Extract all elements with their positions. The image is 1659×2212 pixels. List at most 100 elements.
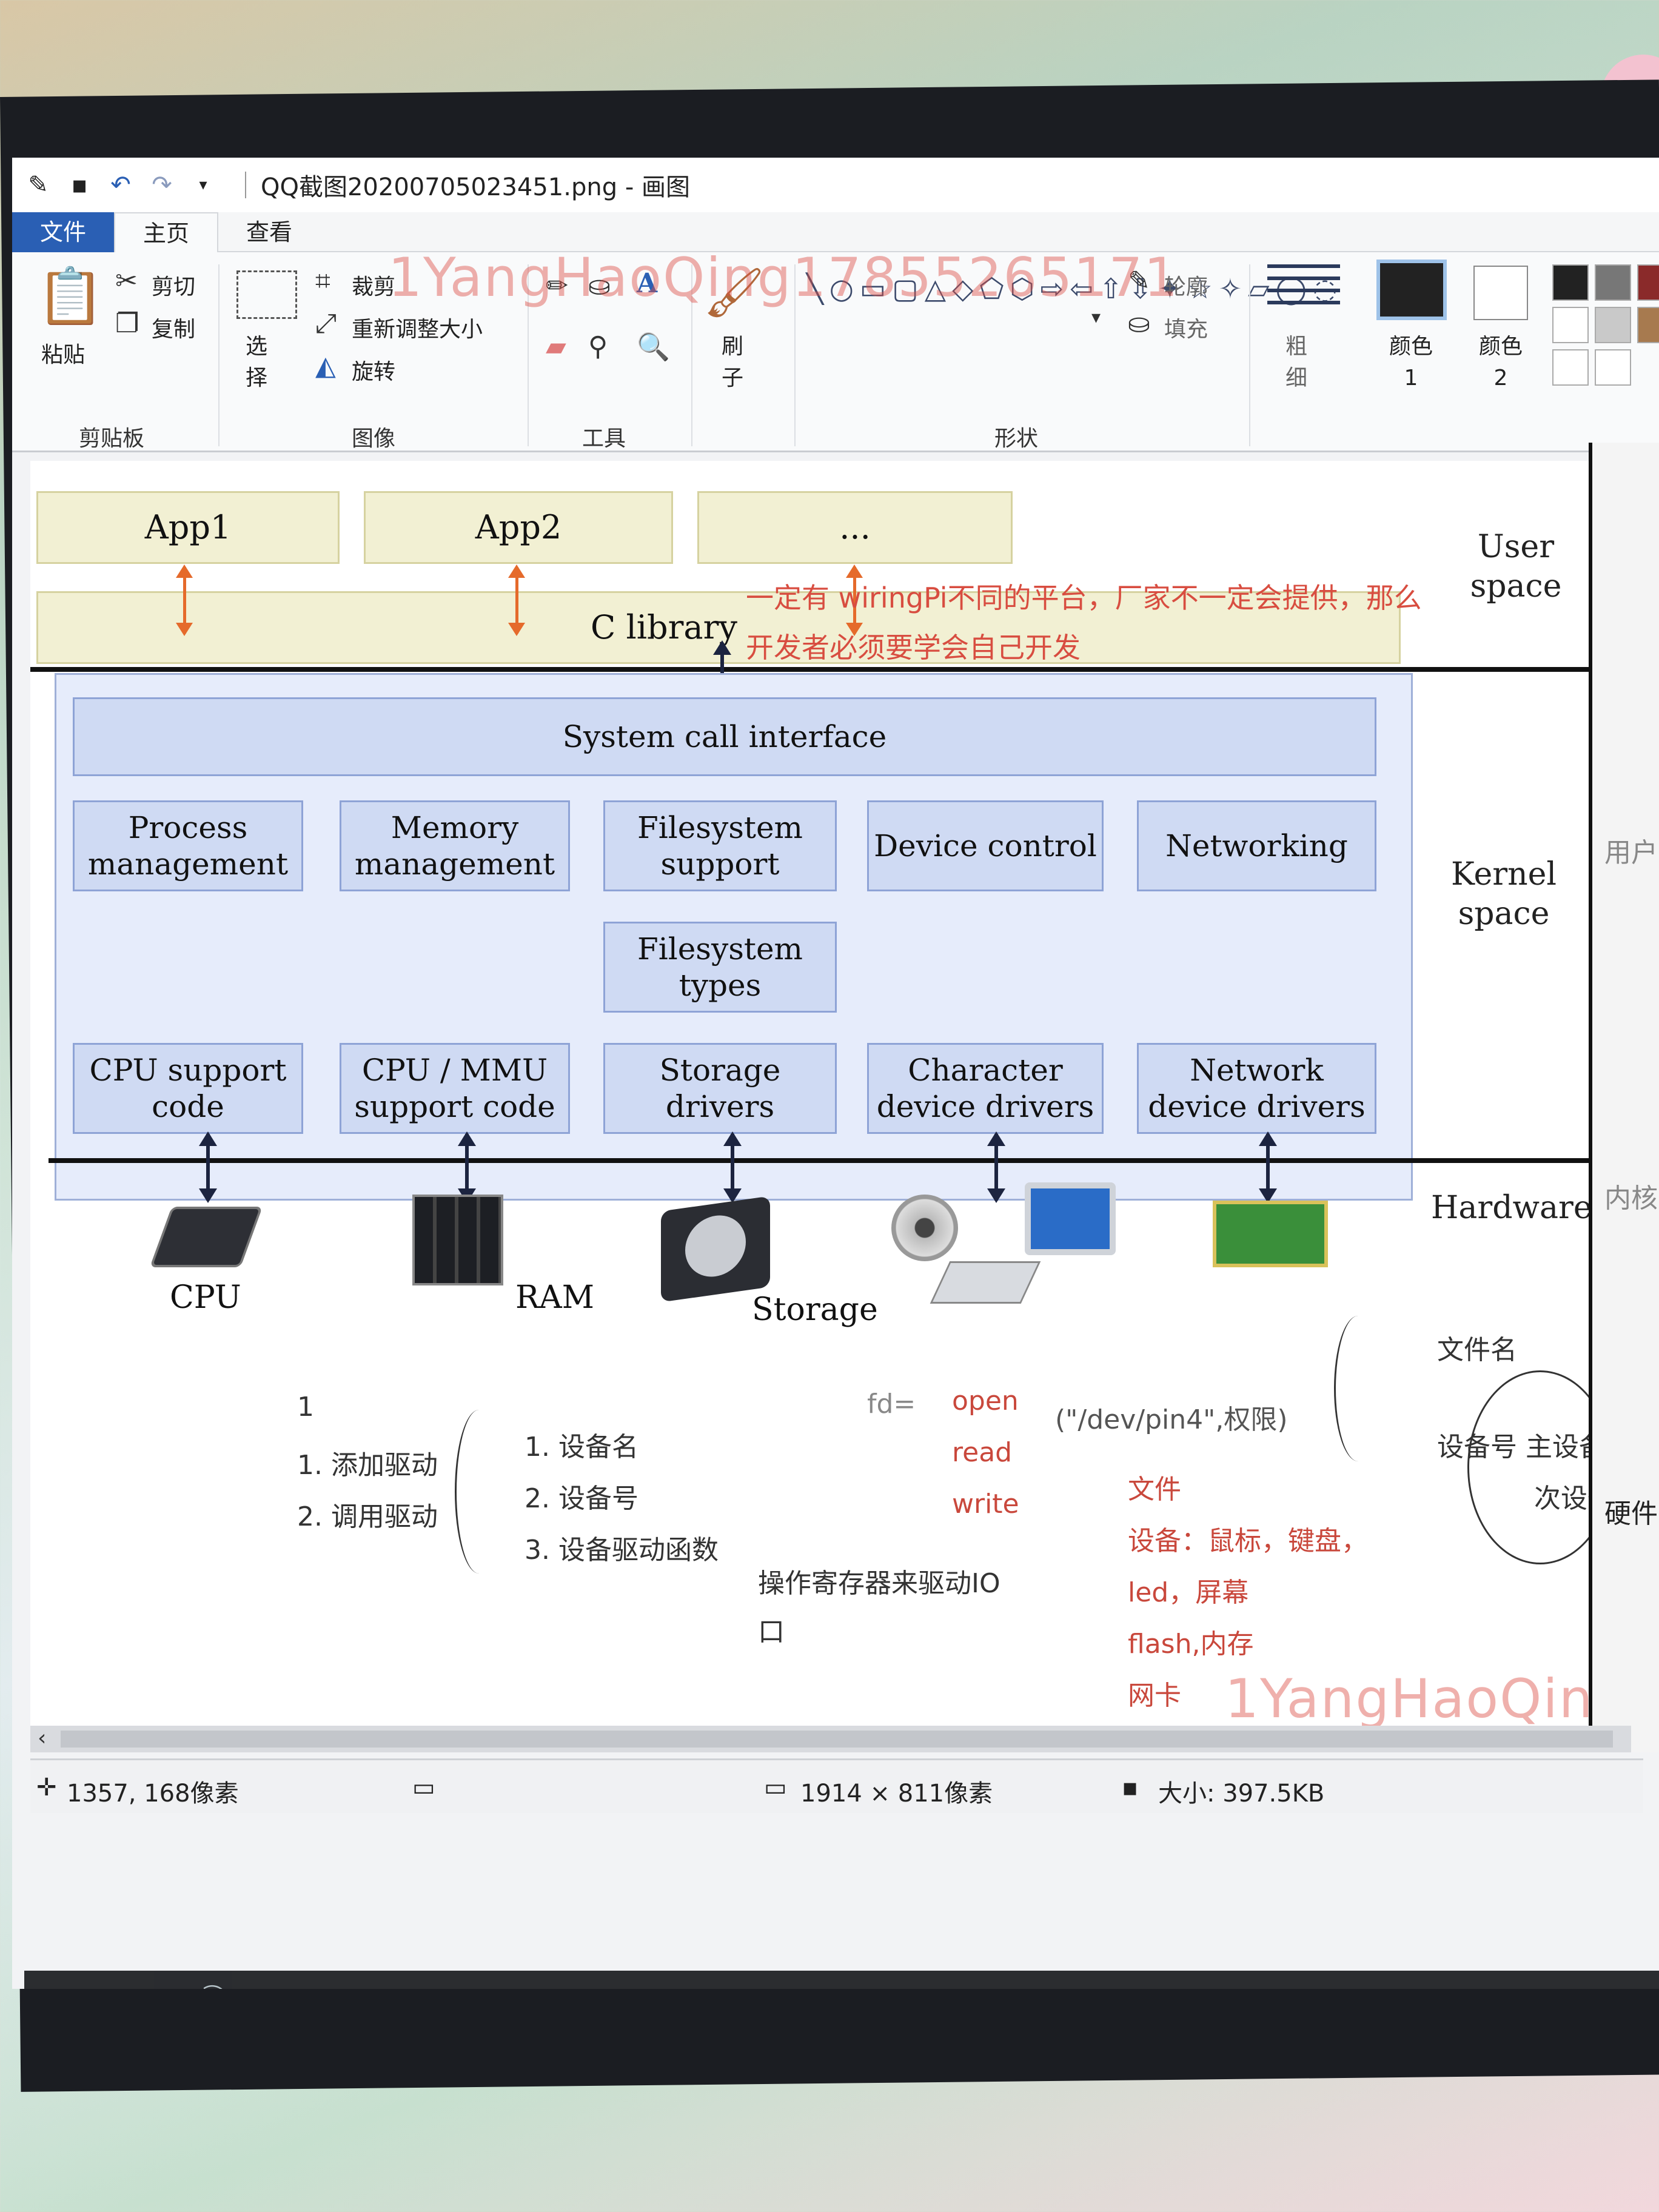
fill-button[interactable]: 填充 xyxy=(1164,317,1208,342)
fill-icon[interactable]: ⛀ xyxy=(1128,308,1150,339)
note-read: read xyxy=(952,1437,1013,1468)
filesystem-types-box: Filesystem types xyxy=(603,922,837,1013)
select-button[interactable]: 选择 xyxy=(246,334,268,390)
brush-button[interactable]: 刷子 xyxy=(722,334,744,390)
scrollbar-thumb[interactable] xyxy=(61,1731,1613,1748)
selection-icon: ▭ xyxy=(412,1774,435,1801)
palette-swatch[interactable] xyxy=(1552,307,1589,343)
note-device-func: 3. 设备驱动函数 xyxy=(525,1535,719,1566)
redo-icon[interactable]: ↷ xyxy=(152,171,172,199)
ribbon-tabs: 文件 主页 查看 xyxy=(12,212,1659,252)
scroll-left-icon[interactable]: ‹ xyxy=(38,1726,47,1751)
horizontal-scrollbar[interactable]: ‹ xyxy=(30,1726,1631,1752)
save-icon[interactable]: ▪ xyxy=(71,171,88,199)
outline-button[interactable]: 轮廓 xyxy=(1164,275,1208,300)
right-hardware-label: 硬件 xyxy=(1604,1498,1658,1529)
color1-button[interactable]: 颜色 1 xyxy=(1389,334,1433,390)
annotation-line2: 开发者必须要学会自己开发 xyxy=(746,631,1081,664)
color2-button[interactable]: 颜色 2 xyxy=(1478,334,1523,390)
tab-home[interactable]: 主页 xyxy=(114,212,219,252)
mmu-support-box: CPU / MMU support code xyxy=(340,1043,570,1134)
tab-view[interactable]: 查看 xyxy=(246,219,293,246)
storage-label: Storage xyxy=(752,1292,878,1328)
fill-bucket-icon[interactable]: ⛀ xyxy=(588,270,611,301)
crop-button[interactable]: 裁剪 xyxy=(352,275,396,300)
note-write: write xyxy=(952,1489,1019,1520)
size-button[interactable]: 粗细 xyxy=(1285,334,1308,390)
palette-swatch[interactable] xyxy=(1552,264,1589,301)
ribbon-separator xyxy=(794,264,796,446)
ribbon: 📋 粘贴 ✂ 剪切 ❐ 复制 剪贴板 选择 ⌗ 裁剪 ⤢ 重新调整大小 ◭ 旋转… xyxy=(12,246,1659,452)
note-call-driver: 2. 调用驱动 xyxy=(297,1501,438,1532)
volume-icon[interactable]: 🔊 xyxy=(188,1984,230,1989)
app1-arrow xyxy=(176,565,193,636)
annotation-line1: 一定有 wiringPi不同的平台，厂家不一定会提供，那么 xyxy=(746,581,1422,614)
status-bar: ✛ 1357, 168像素 ▭ ▭ 1914 × 811像素 ▪ 大小: 397… xyxy=(30,1758,1643,1813)
outline-icon[interactable]: ✎ xyxy=(1128,266,1150,297)
note-devices-4: 网卡 xyxy=(1128,1680,1181,1711)
copy-icon[interactable]: ❐ xyxy=(115,308,139,339)
palette-swatch[interactable] xyxy=(1595,307,1631,343)
note-open-args: ("/dev/pin4",权限) xyxy=(1055,1404,1288,1435)
resize-button[interactable]: 重新调整大小 xyxy=(352,317,483,342)
quick-access-dropdown-icon[interactable]: ▾ xyxy=(199,176,207,194)
dimensions-icon: ▭ xyxy=(764,1774,787,1801)
magnifier-icon[interactable]: 🔍 xyxy=(637,332,670,363)
crop-icon[interactable]: ⌗ xyxy=(315,266,330,297)
ribbon-separator xyxy=(528,264,529,446)
ribbon-separator xyxy=(218,264,220,446)
size-lines-icon[interactable] xyxy=(1267,264,1340,313)
process-management-box: Process management xyxy=(73,800,303,891)
video-player-bar: 🔊 xyxy=(24,1971,1659,1989)
rotate-icon[interactable]: ◭ xyxy=(315,350,336,381)
text-tool-icon[interactable]: A xyxy=(637,268,658,299)
brace-right xyxy=(1334,1316,1382,1461)
cpu-support-box: CPU support code xyxy=(73,1043,303,1134)
cut-icon[interactable]: ✂ xyxy=(115,266,138,297)
eraser-icon[interactable]: ▰ xyxy=(546,331,566,362)
image-dimensions: 1914 × 811像素 xyxy=(800,1780,993,1808)
window-title: QQ截图20200705023451.png - 画图 xyxy=(261,173,690,201)
networking-box: Networking xyxy=(1137,800,1376,891)
char-device-arrow xyxy=(987,1131,1005,1203)
palette-swatch[interactable] xyxy=(1637,264,1659,301)
note-add-driver: 1. 添加驱动 xyxy=(297,1450,438,1481)
palette-swatch[interactable] xyxy=(1552,349,1589,386)
cut-button[interactable]: 剪切 xyxy=(152,275,196,300)
image-group-label: 图像 xyxy=(352,426,396,451)
note-register: 操作寄存器来驱动IO xyxy=(758,1568,1000,1599)
copy-button[interactable]: 复制 xyxy=(152,317,196,342)
pencil-icon[interactable]: ✏ xyxy=(546,270,568,301)
brace-left xyxy=(455,1410,503,1574)
paste-icon[interactable]: 📋 xyxy=(36,264,105,328)
app3-arrow xyxy=(846,565,863,636)
rotate-button[interactable]: 旋转 xyxy=(352,360,396,384)
keyboard-icon xyxy=(930,1261,1041,1304)
palette-swatch[interactable] xyxy=(1595,349,1631,386)
app3-box: ... xyxy=(697,491,1013,564)
palette-swatch[interactable] xyxy=(1637,307,1659,343)
net-drivers-box: Network device drivers xyxy=(1137,1043,1376,1134)
undo-icon[interactable]: ↶ xyxy=(110,171,131,199)
tab-file[interactable]: 文件 xyxy=(12,212,115,252)
hardware-label: Hardware xyxy=(1431,1190,1592,1226)
select-icon[interactable] xyxy=(236,270,297,319)
device-control-box: Device control xyxy=(867,800,1104,891)
cursor-icon: ✛ xyxy=(36,1774,57,1801)
app1-box: App1 xyxy=(36,491,340,564)
disk-platter-icon xyxy=(685,1211,746,1281)
color2-swatch[interactable] xyxy=(1473,266,1528,320)
brush-icon[interactable]: 🖌 xyxy=(703,264,765,321)
palette-swatch[interactable] xyxy=(1595,264,1631,301)
color1-swatch[interactable] xyxy=(1376,260,1447,320)
paste-button[interactable]: 粘贴 xyxy=(41,343,85,367)
monitor-icon xyxy=(1025,1182,1116,1255)
hard-disk-icon xyxy=(661,1196,770,1302)
color-picker-icon[interactable]: ⚲ xyxy=(588,331,608,362)
resize-icon[interactable]: ⤢ xyxy=(315,308,337,339)
note-register-2: 口 xyxy=(758,1617,785,1647)
shapes-scroll-icon[interactable]: ▾ xyxy=(1091,307,1101,328)
drawing-canvas[interactable]: App1 App2 ... C library 一定有 wiringPi不同的平… xyxy=(30,461,1659,1746)
ribbon-separator xyxy=(1249,264,1250,446)
clipboard-group-label: 剪贴板 xyxy=(79,426,145,451)
